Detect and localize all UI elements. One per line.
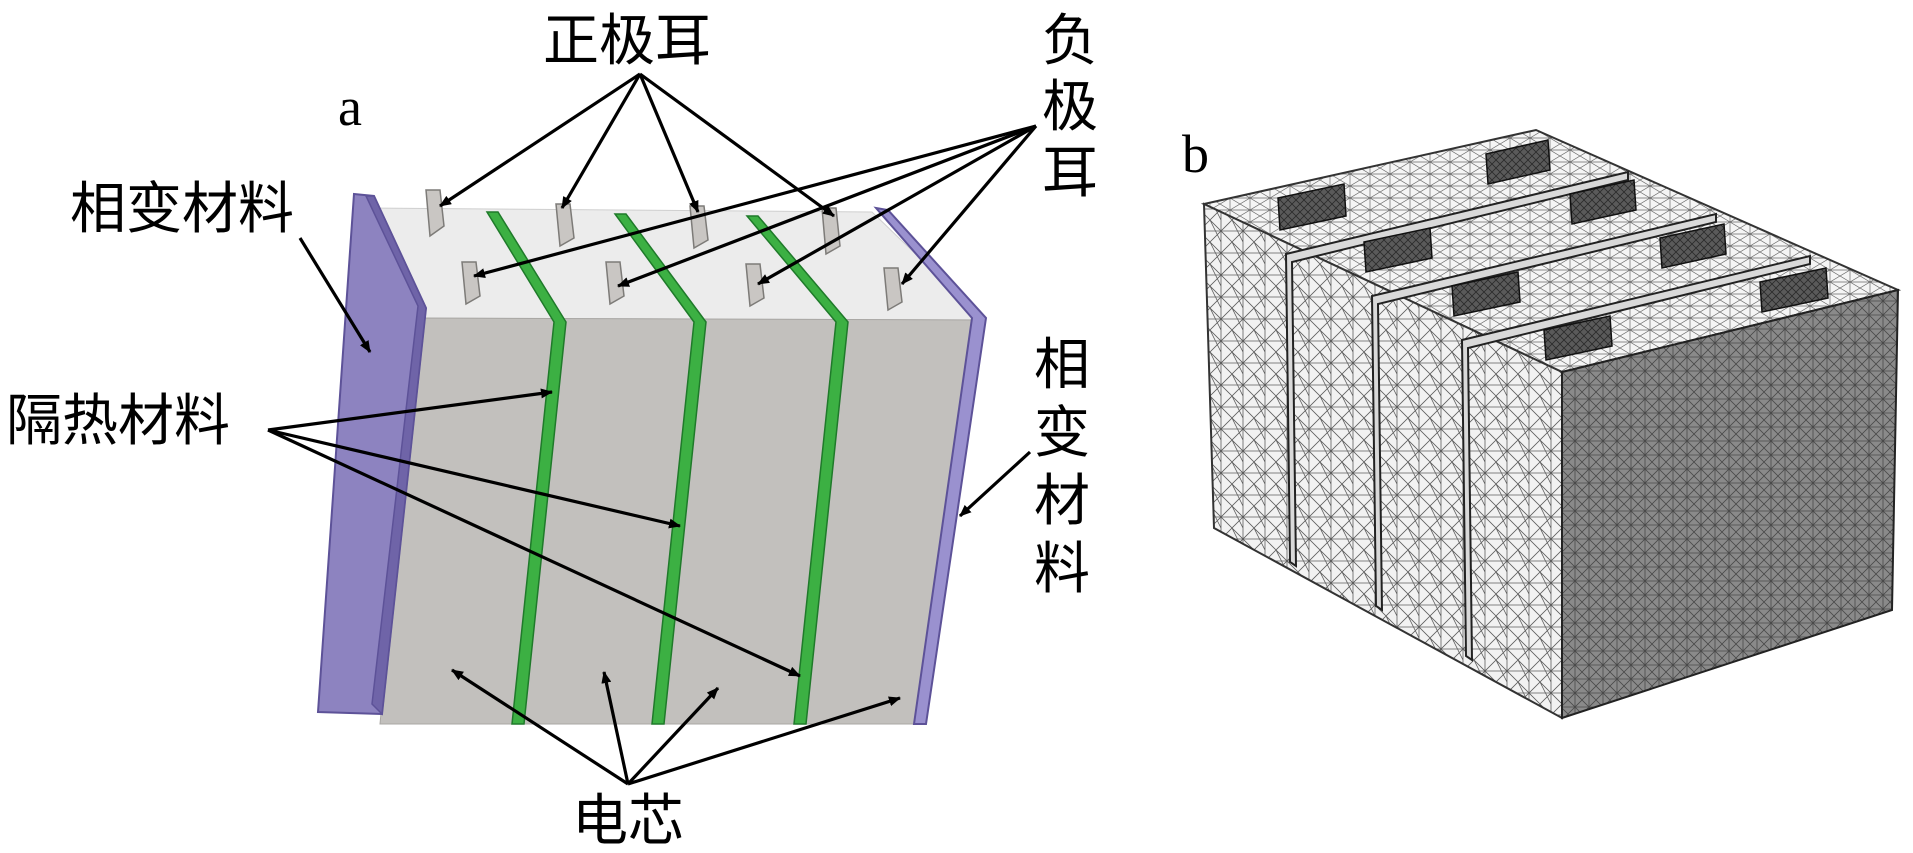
panel-a: a	[6, 9, 1098, 853]
negative-tab-3	[745, 263, 765, 308]
arrows-cell-core	[451, 668, 901, 786]
insulation-strip-1	[485, 211, 567, 725]
label-negative-tab-char-3: 耳	[1042, 141, 1098, 206]
label-positive-tab: 正极耳	[543, 9, 711, 74]
mesh-tabs	[1277, 139, 1829, 361]
insulation-strip-2	[613, 213, 707, 725]
mesh-partitions	[1284, 170, 1811, 662]
label-negative-tab-char-2: 极	[1042, 75, 1098, 140]
positive-tab-3	[689, 205, 709, 250]
arrows-negative-tab	[473, 124, 1038, 288]
panel-b-letter: b	[1182, 124, 1209, 184]
arrows-positive-tab	[439, 72, 835, 218]
negative-tab-4	[883, 267, 903, 312]
negative-tab-2	[605, 261, 625, 306]
label-negative-tab-char-1: 负	[1042, 9, 1098, 74]
label-pcm-right-char-1: 相	[1034, 333, 1090, 398]
label-insulation: 隔热材料	[6, 389, 230, 454]
arrow-pcm-left	[298, 237, 372, 353]
label-negative-tab: 负 极 耳	[1042, 9, 1098, 206]
label-pcm-right-char-4: 料	[1034, 537, 1090, 602]
insulation-strip-3	[745, 215, 849, 725]
label-pcm-right: 相 变 材 料	[1034, 333, 1090, 602]
label-pcm-right-char-2: 变	[1034, 401, 1090, 466]
panel-b: b	[1182, 124, 1902, 720]
arrow-pcm-right	[958, 450, 1032, 518]
positive-tab-2	[555, 203, 575, 248]
mesh-front-face	[1561, 288, 1900, 720]
arrows-insulation	[267, 388, 801, 678]
panel-a-letter: a	[338, 77, 362, 137]
label-cell-core: 电芯	[572, 789, 684, 853]
label-pcm-left: 相变材料	[70, 177, 294, 242]
label-pcm-right-char-3: 材	[1034, 469, 1090, 534]
negative-tab-1	[461, 261, 481, 306]
